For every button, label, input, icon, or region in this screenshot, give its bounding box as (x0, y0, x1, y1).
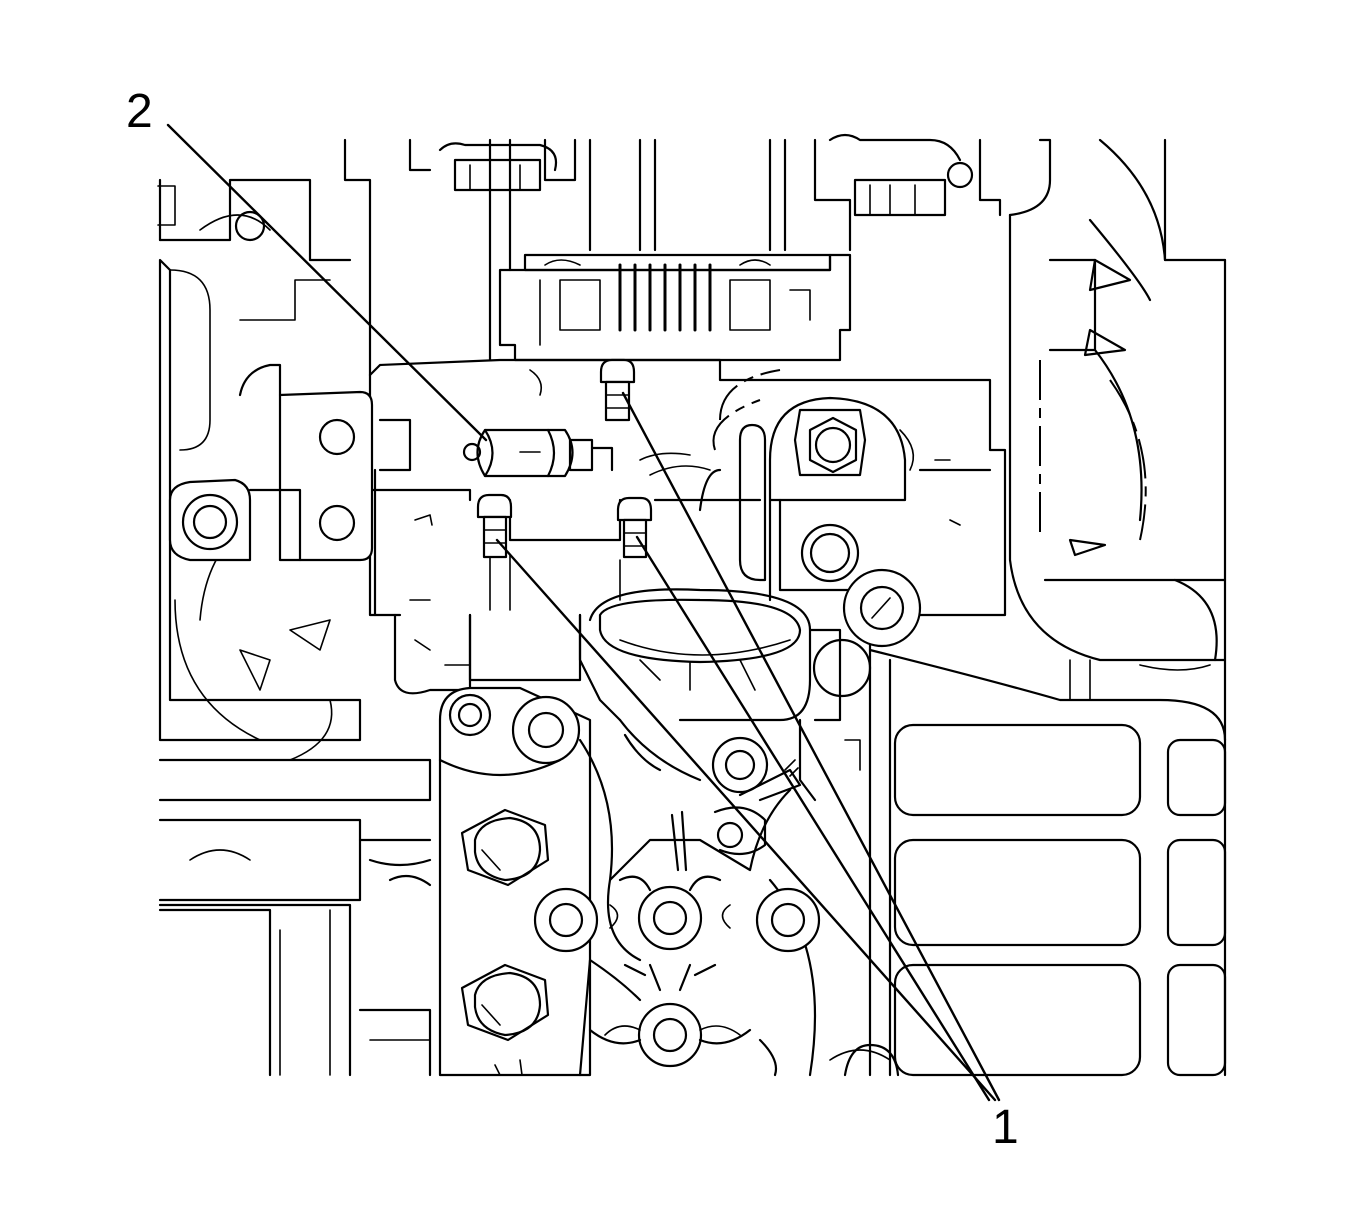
valve-body (368, 358, 1007, 782)
callout-label-2: 2 (126, 85, 153, 138)
leader-line-2 (166, 123, 488, 442)
leader-line-1a (621, 391, 1001, 1102)
bolt-left (476, 493, 513, 559)
mounting-bracket (168, 363, 412, 562)
bolt-upper (599, 358, 636, 422)
bolt-right (616, 496, 653, 559)
hex-plug-upper (460, 808, 550, 887)
lower-plate (368, 686, 900, 1077)
callout-label-1: 1 (992, 1101, 1019, 1154)
hex-plug-lower (460, 963, 550, 1042)
hex-nut-assembly (768, 396, 922, 648)
leader-line-1c (635, 535, 991, 1102)
leader-line-1b (495, 538, 997, 1102)
bolt-group (476, 358, 653, 559)
leader-lines (166, 123, 1001, 1102)
sensor-component (462, 428, 614, 478)
